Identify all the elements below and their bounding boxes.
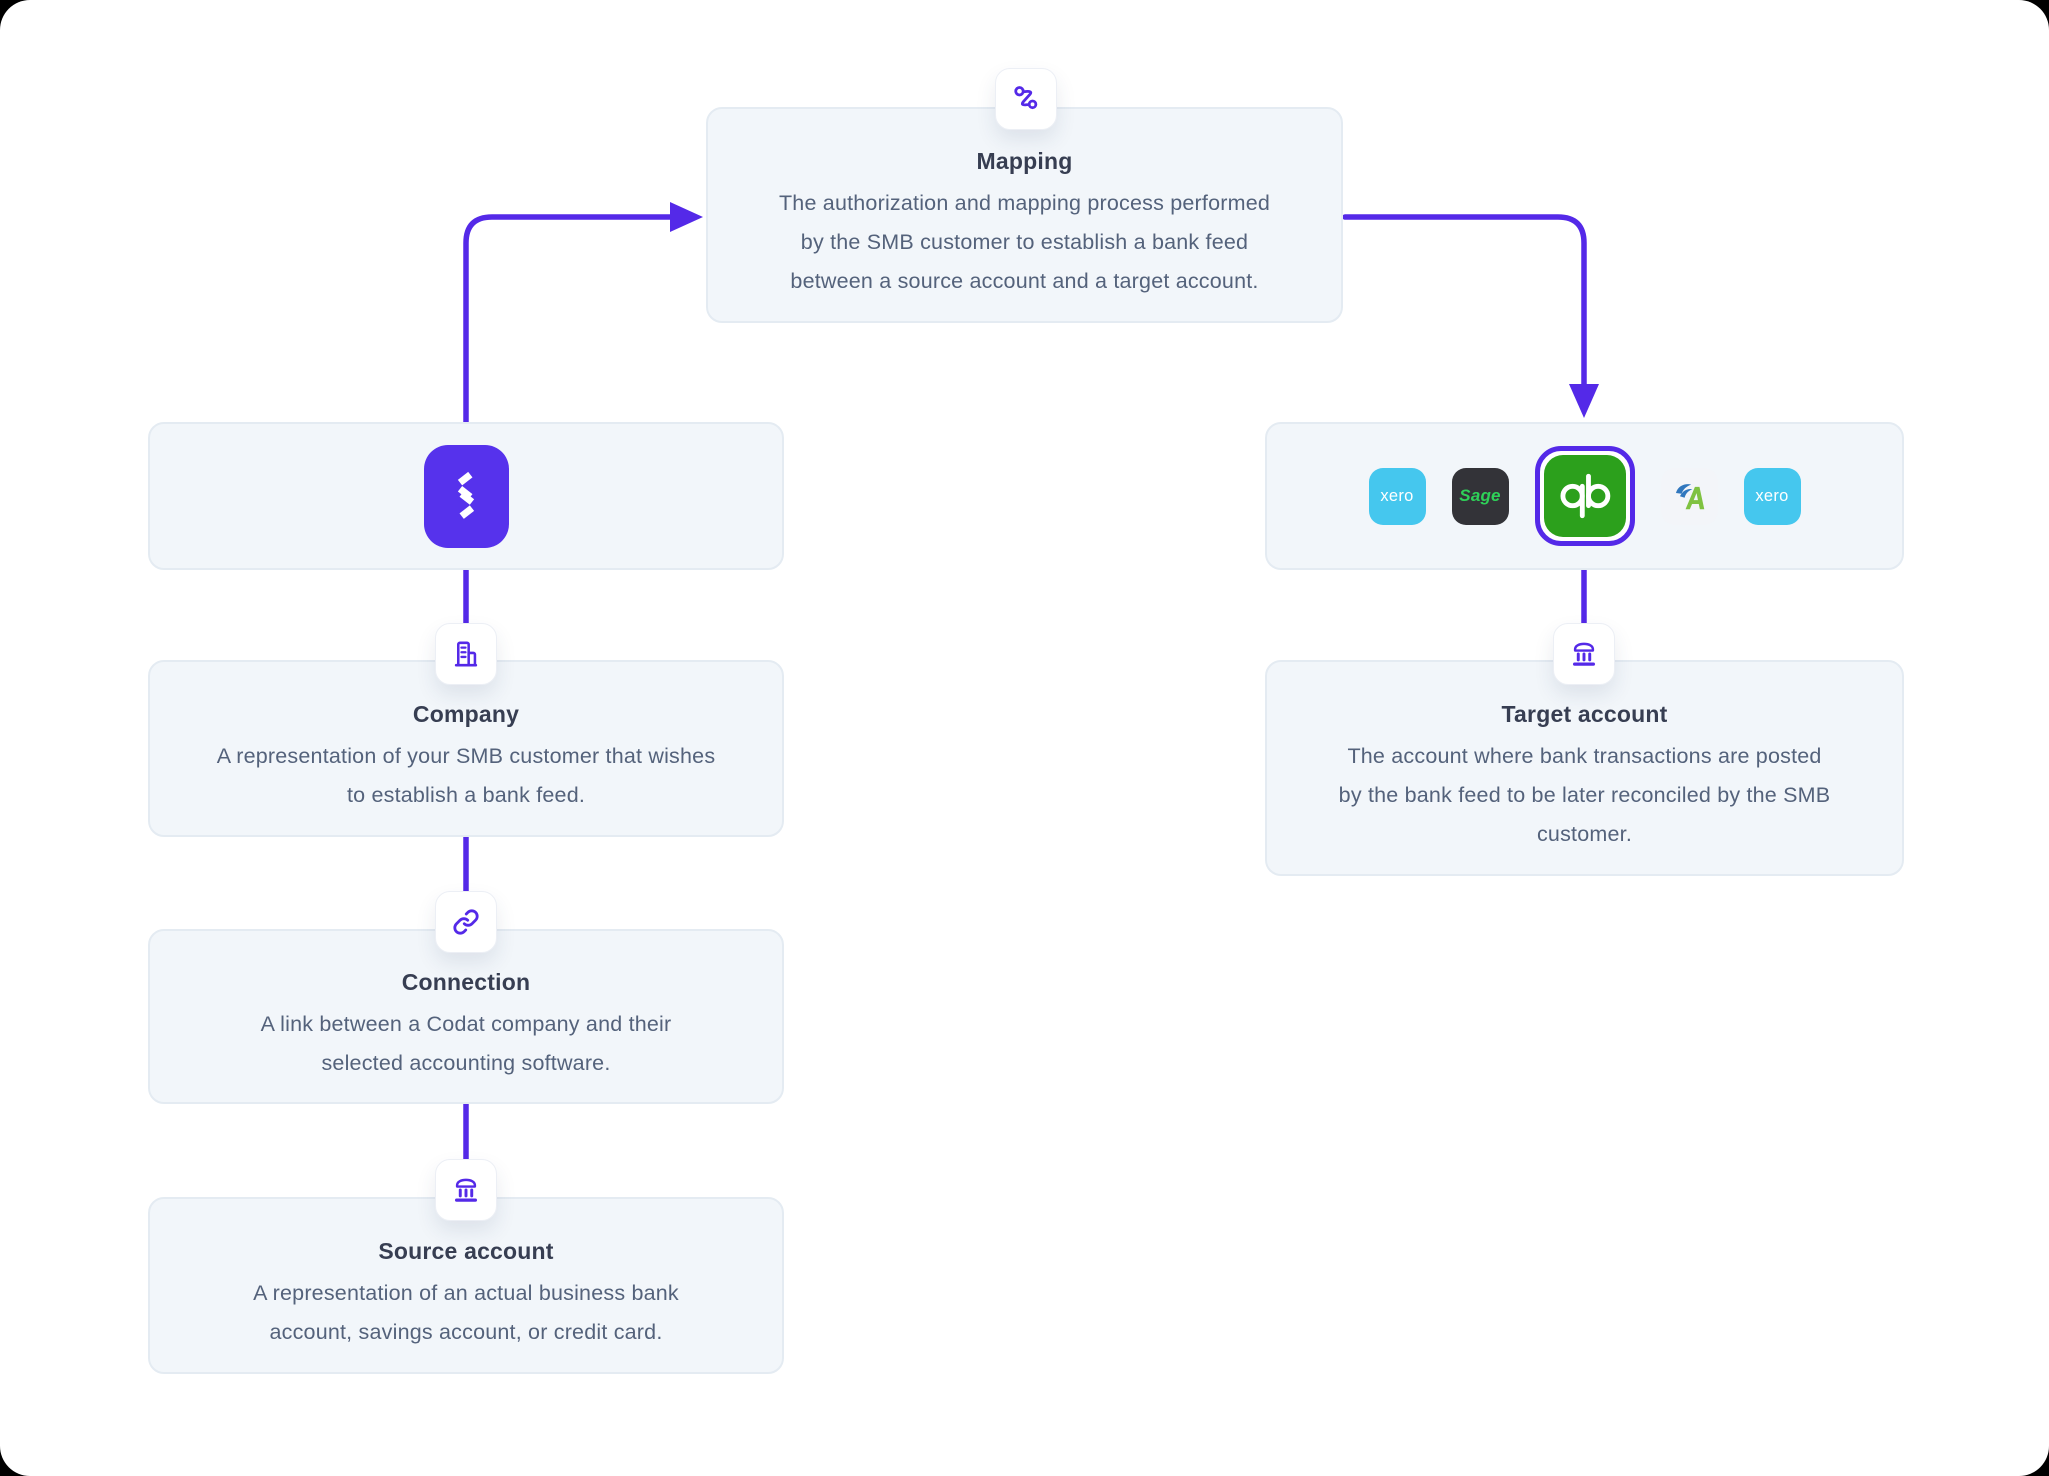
target-account-icon-badge xyxy=(1553,623,1615,685)
quickbooks-qb-icon xyxy=(1559,473,1610,519)
sage-label: Sage xyxy=(1459,486,1501,505)
mapping-card: Mapping The authorization and mapping pr… xyxy=(706,107,1343,323)
freeagent-a-icon xyxy=(1675,484,1705,510)
connection-icon-badge xyxy=(435,891,497,953)
sage-logo: Sage xyxy=(1451,467,1509,525)
arrowhead-down-icon xyxy=(1569,384,1599,418)
connection-card: Connection A link between a Codat compan… xyxy=(148,929,784,1104)
company-icon-badge xyxy=(435,623,497,685)
codat-chevrons-icon xyxy=(457,471,475,519)
quickbooks-selected-ring xyxy=(1534,446,1635,546)
link-icon xyxy=(453,909,479,935)
source-account-title: Source account xyxy=(378,1237,554,1264)
xero-label: xero xyxy=(1380,486,1414,505)
codat-card xyxy=(148,422,784,570)
platforms-card: xero Sage xyxy=(1265,422,1904,570)
arrow-mapping-to-platforms xyxy=(1342,214,1587,389)
building-icon xyxy=(454,641,478,667)
mapping-title: Mapping xyxy=(976,147,1073,174)
bank-icon xyxy=(455,1178,477,1202)
mapping-description: The authorization and mapping process pe… xyxy=(778,190,1271,293)
quickbooks-logo xyxy=(1543,455,1626,537)
company-card: Company A representation of your SMB cus… xyxy=(148,660,784,837)
connection-description: A link between a Codat company and their… xyxy=(260,1011,672,1075)
bank-icon xyxy=(1573,642,1595,666)
xero-logo: xero xyxy=(1743,467,1801,525)
company-description: A representation of your SMB customer th… xyxy=(216,743,716,807)
arrow-codat-to-mapping xyxy=(463,214,675,427)
target-account-title: Target account xyxy=(1501,700,1668,727)
source-account-card: Source account A representation of an ac… xyxy=(148,1197,784,1374)
freeagent-logo xyxy=(1660,467,1718,525)
company-title: Company xyxy=(412,700,520,727)
mapping-icon-badge xyxy=(995,68,1057,130)
source-account-icon-badge xyxy=(435,1159,497,1221)
xero-label: xero xyxy=(1755,486,1789,505)
target-account-card: Target account The account where bank tr… xyxy=(1265,660,1904,876)
connection-title: Connection xyxy=(401,968,531,995)
xero-logo: xero xyxy=(1368,467,1426,525)
arrowhead-right-icon xyxy=(670,202,703,232)
codat-logo xyxy=(423,444,509,548)
target-account-description: The account where bank transactions are … xyxy=(1338,743,1831,846)
mapping-icon xyxy=(1014,86,1038,110)
source-account-description: A representation of an actual business b… xyxy=(253,1280,679,1344)
